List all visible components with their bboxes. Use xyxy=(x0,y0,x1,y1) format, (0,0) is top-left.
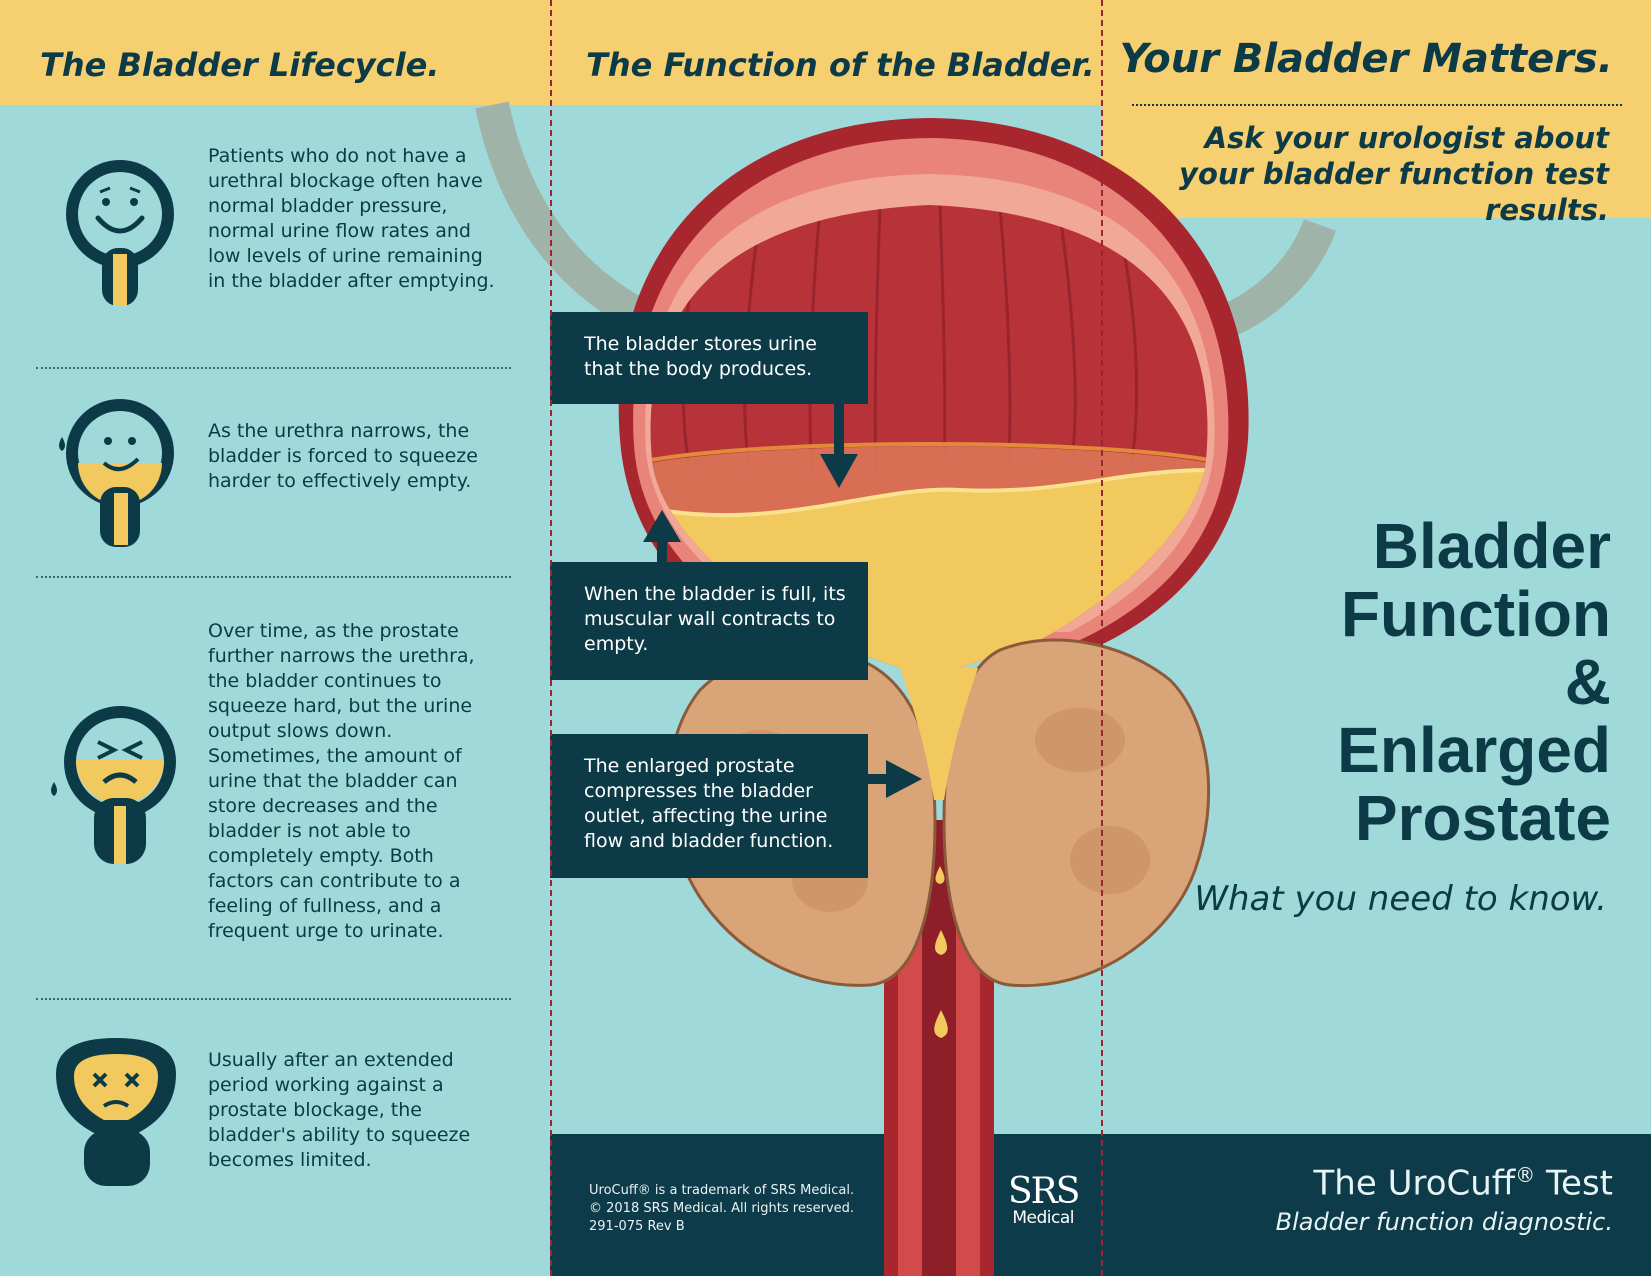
callout-bladder-contraction: When the bladder is full, its muscular w… xyxy=(550,562,868,680)
lifecycle-stage-1-text: Patients who do not have a urethral bloc… xyxy=(208,145,495,292)
logo-wordmark: SRS xyxy=(1008,1171,1080,1212)
callout-enlarged-prostate: The enlarged prostate compresses the bla… xyxy=(550,734,868,878)
middle-header: The Function of the Bladder. xyxy=(586,46,1095,84)
fold-line-left xyxy=(550,0,552,1276)
fold-line-right xyxy=(1101,0,1103,1276)
right-header-band xyxy=(1102,0,1651,218)
title-line: & xyxy=(1564,646,1611,718)
brochure-title: Bladder Function & Enlarged Prostate xyxy=(1337,512,1611,852)
legal-notice: UroCuff® is a trademark of SRS Medical. … xyxy=(589,1182,854,1236)
lifecycle-stage-2-text: As the urethra narrows, the bladder is f… xyxy=(208,420,478,492)
logo-subtext: Medical xyxy=(1012,1208,1075,1228)
happy-bladder-icon xyxy=(66,160,174,306)
left-header-band xyxy=(0,0,551,105)
registered-mark: ® xyxy=(1515,1163,1536,1187)
callout-bladder-storage: The bladder stores urine that the body p… xyxy=(550,312,868,404)
legal-line: 291-075 Rev B xyxy=(589,1219,685,1234)
legal-line: UroCuff® is a trademark of SRS Medical. xyxy=(589,1183,855,1198)
title-line: Enlarged xyxy=(1337,714,1611,786)
middle-header-band xyxy=(551,0,1102,105)
right-header-divider xyxy=(1132,104,1622,106)
arrow-up-icon xyxy=(643,510,681,562)
lifecycle-stage-4-text: Usually after an extended period working… xyxy=(208,1049,471,1171)
exhausted-bladder-icon xyxy=(56,1038,176,1186)
uneasy-bladder-icon xyxy=(59,399,174,547)
arrow-right-icon xyxy=(868,760,922,798)
lifecycle-divider xyxy=(36,576,511,578)
title-line: Bladder xyxy=(1372,510,1611,582)
right-header-title: Your Bladder Matters. xyxy=(1119,36,1613,82)
srs-medical-logo: SRS Medical xyxy=(1008,1171,1080,1228)
urocuff-test-title: The UroCuff® Test xyxy=(1314,1163,1613,1203)
prostate-lobe-right xyxy=(942,638,1211,988)
title-line: Function xyxy=(1340,578,1611,650)
test-name-uro: Uro xyxy=(1387,1163,1447,1204)
right-header-subtitle: Ask your urologist about your bladder fu… xyxy=(1179,121,1609,227)
urine-drop xyxy=(934,1010,948,1038)
test-suffix: Test xyxy=(1546,1163,1613,1204)
title-line: Prostate xyxy=(1354,782,1611,854)
test-prefix: The xyxy=(1313,1163,1377,1204)
lifecycle-divider xyxy=(36,367,511,369)
brochure-subtitle: What you need to know. xyxy=(1194,879,1607,919)
arrow-down-icon xyxy=(820,398,858,488)
lifecycle-stage-3-text: Over time, as the prostate further narro… xyxy=(208,620,475,942)
test-name-cuff: Cuff xyxy=(1446,1163,1516,1204)
urine-drop xyxy=(935,866,945,884)
urocuff-tagline: Bladder function diagnostic. xyxy=(1275,1208,1613,1236)
left-header: The Bladder Lifecycle. xyxy=(40,46,440,84)
urine-drop xyxy=(934,930,948,955)
footer-bar xyxy=(550,1134,1651,1276)
lifecycle-divider xyxy=(36,998,511,1000)
straining-bladder-icon xyxy=(51,706,176,864)
legal-line: © 2018 SRS Medical. All rights reserved. xyxy=(589,1201,855,1216)
